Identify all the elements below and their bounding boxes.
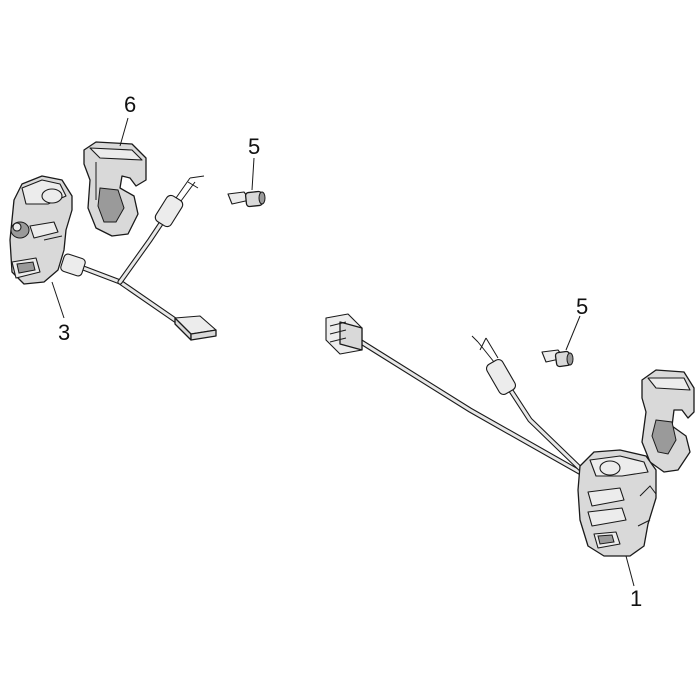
clamp-bracket-6: [83, 141, 147, 237]
left-switch-assembly: [9, 141, 266, 341]
callout-part-3: 3: [58, 320, 70, 345]
right-switch-assembly: [325, 313, 695, 557]
left-switch-housing: [9, 175, 73, 285]
left-multipin-connector: [174, 315, 217, 341]
left-wiring-harness: [60, 175, 217, 341]
bulb-5-left: [227, 190, 266, 208]
clamp-bracket-right: [641, 369, 695, 473]
leader-lines: [51, 117, 635, 587]
callout-part-5-right: 5: [576, 294, 588, 319]
bulb-5-right: [541, 349, 574, 368]
right-wiring-harness: [325, 313, 593, 481]
callout-part-6: 6: [124, 92, 136, 117]
right-switch-housing: [577, 449, 657, 557]
right-multipin-connector: [325, 313, 363, 355]
callout-part-5-left: 5: [248, 134, 260, 159]
callout-part-1: 1: [630, 586, 642, 611]
